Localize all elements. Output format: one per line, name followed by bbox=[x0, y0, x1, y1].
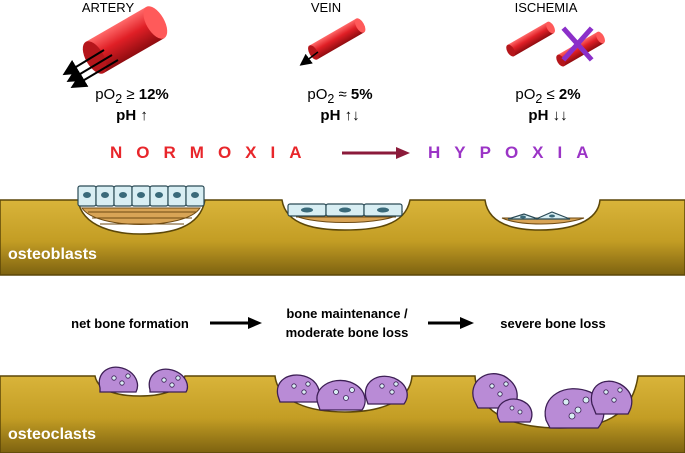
gradient-arrow bbox=[342, 147, 410, 159]
blockage-cross-icon bbox=[561, 26, 594, 62]
stage-label-maintenance: bone maintenance / moderate bone loss bbox=[285, 306, 409, 340]
po2-vein: pO2 ≈ 5% bbox=[307, 86, 373, 106]
vessel-title-ischemia: ISCHEMIA bbox=[514, 0, 578, 15]
stage-label-formation: net bone formation bbox=[71, 316, 189, 331]
stage-label-severe-loss: severe bone loss bbox=[500, 316, 606, 331]
ph-ischemia: pH ↓↓ bbox=[528, 107, 568, 124]
osteoblast-cells-normoxia bbox=[77, 185, 205, 207]
osteoclast-cells bbox=[98, 366, 633, 429]
osteoclasts-label: osteoclasts bbox=[8, 426, 97, 443]
artery-flow-arrow-2 bbox=[70, 59, 119, 89]
stage-arrow-2 bbox=[428, 317, 474, 329]
osteoblasts-label: osteoblasts bbox=[8, 246, 97, 263]
vein-illustration bbox=[299, 18, 366, 66]
bone-surface-top bbox=[0, 199, 685, 276]
ph-vein: pH ↑↓ bbox=[320, 107, 360, 124]
artery-body bbox=[85, 6, 165, 74]
ischemia-illustration bbox=[506, 21, 605, 67]
osteoblast-cells-hypoxia bbox=[507, 211, 571, 220]
ph-arrow-icon: ↑ bbox=[140, 107, 148, 124]
hypoxia-label: HYPOXIA bbox=[428, 143, 603, 162]
artery-illustration bbox=[62, 6, 168, 89]
po2-ischemia: pO2 ≤ 2% bbox=[515, 86, 581, 106]
osteoblast-cells-moderate bbox=[287, 203, 403, 217]
artery-flow-arrow-3 bbox=[62, 49, 105, 76]
po2-artery: pO2 ≥ 12% bbox=[95, 86, 169, 106]
vessel-title-artery: ARTERY bbox=[81, 0, 135, 15]
vessel-title-vein: VEIN bbox=[310, 0, 342, 15]
ph-arrow-icon: ↓↓ bbox=[552, 107, 568, 124]
ph-artery: pH ↑ bbox=[116, 107, 148, 124]
normoxia-label: NORMOXIA bbox=[110, 143, 316, 162]
vein-flow-arrow bbox=[299, 51, 319, 66]
ph-arrow-icon: ↑↓ bbox=[344, 107, 360, 124]
stage-arrow-1 bbox=[210, 317, 262, 329]
